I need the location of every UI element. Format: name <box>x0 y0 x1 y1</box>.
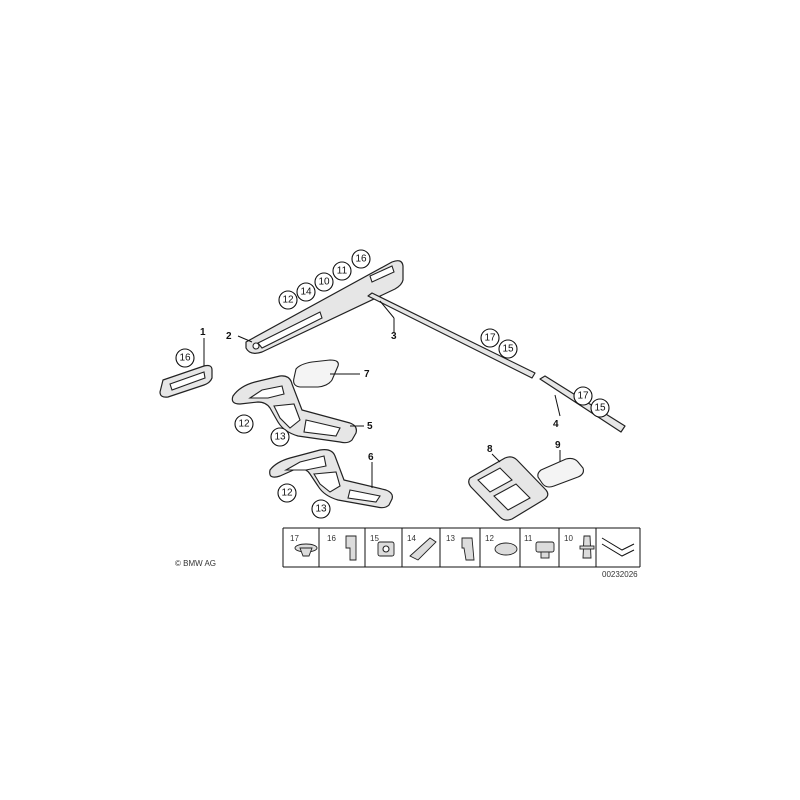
part-9-panel[interactable] <box>537 457 584 488</box>
callout-17-part-4: 17 <box>573 386 593 406</box>
square-nut-icon <box>377 541 395 557</box>
part-6-console-trim[interactable] <box>269 449 393 509</box>
part-7-cover[interactable] <box>293 359 339 388</box>
svg-text:16: 16 <box>179 353 191 364</box>
label-part-2: 2 <box>226 331 232 342</box>
part-labels: 1 2 3 4 5 6 7 8 9 <box>200 327 561 463</box>
part-5-console-trim[interactable] <box>231 375 357 444</box>
callout-15-part-3: 15 <box>498 339 518 359</box>
strip-cell-16[interactable]: 16 <box>327 534 357 561</box>
part-1-trim[interactable] <box>159 364 213 398</box>
svg-text:11: 11 <box>337 266 348 277</box>
oval-pad-icon <box>494 542 518 556</box>
label-part-8: 8 <box>487 444 493 455</box>
svg-text:15: 15 <box>502 344 514 355</box>
clip-bracket-icon <box>345 535 357 561</box>
mounting-clip-icon <box>535 541 555 559</box>
callout-13-part-6: 13 <box>311 499 331 519</box>
svg-text:12: 12 <box>281 488 293 499</box>
svg-text:15: 15 <box>370 534 379 543</box>
svg-text:13: 13 <box>315 504 327 515</box>
strip-cell-13[interactable]: 13 <box>446 534 475 561</box>
svg-text:10: 10 <box>564 534 573 543</box>
rivet-icon <box>294 543 318 557</box>
callout-17-part-3: 17 <box>480 328 500 348</box>
svg-text:16: 16 <box>355 254 367 265</box>
callout-14-part-2: 14 <box>296 282 316 302</box>
svg-text:11: 11 <box>524 534 533 543</box>
part-3-long-strip[interactable] <box>367 292 536 379</box>
svg-text:17: 17 <box>290 534 299 543</box>
svg-text:16: 16 <box>327 534 336 543</box>
callout-bubbles: 16 12 14 10 11 16 17 15 17 15 12 13 12 1… <box>175 249 610 519</box>
strip-cell-12[interactable]: 12 <box>485 534 518 556</box>
callout-12-part-5: 12 <box>234 414 254 434</box>
svg-text:12: 12 <box>485 534 494 543</box>
strip-cell-17[interactable]: 17 <box>290 534 318 557</box>
label-part-9: 9 <box>555 440 561 451</box>
svg-text:14: 14 <box>300 287 312 298</box>
direction-arrow-icon <box>601 537 635 557</box>
copyright-text: © BMW AG <box>175 559 216 568</box>
callout-16-part-2: 16 <box>351 249 371 269</box>
part-2-dash-trim[interactable] <box>245 260 404 354</box>
strip-cell-14[interactable]: 14 <box>407 534 437 561</box>
svg-text:15: 15 <box>594 403 606 414</box>
label-part-4: 4 <box>553 419 559 430</box>
angled-clip-icon <box>409 537 437 561</box>
diagram-code: 00232026 <box>602 570 638 579</box>
callout-13-part-5: 13 <box>270 427 290 447</box>
svg-text:17: 17 <box>577 391 589 402</box>
label-part-3: 3 <box>391 331 397 342</box>
svg-text:17: 17 <box>484 333 496 344</box>
svg-text:10: 10 <box>318 277 330 288</box>
svg-text:13: 13 <box>446 534 455 543</box>
label-part-6: 6 <box>368 452 374 463</box>
svg-text:12: 12 <box>238 419 250 430</box>
callout-12-part-6: 12 <box>277 483 297 503</box>
part-8-frame[interactable] <box>468 456 549 521</box>
svg-text:14: 14 <box>407 534 416 543</box>
label-part-7: 7 <box>364 369 370 380</box>
leader-lines <box>203 300 561 488</box>
strip-cell-11[interactable]: 11 <box>524 534 555 559</box>
svg-text:12: 12 <box>282 295 294 306</box>
callout-15-part-4: 15 <box>590 398 610 418</box>
callout-12-part-2: 12 <box>278 290 298 310</box>
expanding-pin-icon <box>579 535 595 559</box>
callout-10-part-2: 10 <box>314 272 334 292</box>
strip-cell-15[interactable]: 15 <box>370 534 395 557</box>
small-parts-strip: 17 16 15 14 <box>282 527 641 568</box>
label-part-5: 5 <box>367 421 373 432</box>
callout-16-part-1: 16 <box>175 348 195 368</box>
spring-clip-icon <box>461 537 475 561</box>
callout-11-part-2: 11 <box>332 261 352 281</box>
strip-cell-10[interactable]: 10 <box>564 534 595 559</box>
label-part-1: 1 <box>200 327 206 338</box>
svg-text:13: 13 <box>274 432 286 443</box>
